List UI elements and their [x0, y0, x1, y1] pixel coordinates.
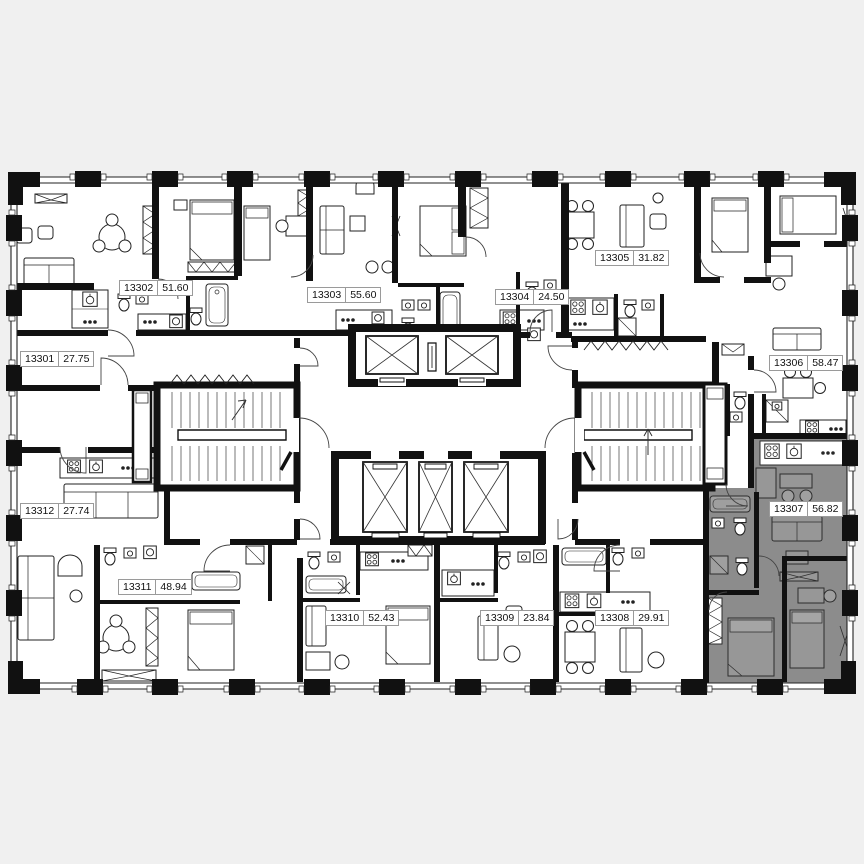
elevator-bank-bottom [335, 451, 542, 540]
unit-area: 24.50 [533, 290, 568, 304]
unit-area: 58.47 [807, 356, 842, 370]
unit-number: 13303 [312, 289, 342, 301]
stair-core-left [133, 385, 299, 488]
unit-number: 13305 [600, 252, 630, 264]
facade-piers [6, 171, 858, 695]
unit-area: 52.43 [363, 611, 398, 625]
unit-number: 13308 [600, 612, 630, 624]
unit-number: 13306 [774, 357, 804, 369]
unit-area: 31.82 [633, 251, 668, 265]
unit-area: 51.60 [157, 281, 192, 295]
stair-core-right [575, 384, 726, 488]
vent-grilles [170, 341, 668, 384]
unit-number: 13309 [485, 612, 515, 624]
unit-number: 13311 [123, 581, 152, 593]
unit-number: 13301 [25, 353, 55, 365]
unit-area: 48.94 [155, 580, 190, 594]
door-swings [60, 237, 779, 610]
unit-number: 13302 [124, 282, 154, 294]
unit-number: 13304 [500, 291, 530, 303]
unit-area: 23.84 [518, 611, 553, 625]
furniture-layer [16, 177, 853, 681]
unit-area: 27.75 [58, 352, 93, 366]
unit-number: 13307 [774, 503, 804, 515]
unit-number: 13310 [330, 612, 360, 624]
unit-area: 56.82 [807, 502, 842, 516]
unit-area: 55.60 [345, 288, 380, 302]
elevator-bank-top [352, 328, 517, 386]
unit-number: 13312 [25, 505, 55, 517]
unit-area: 27.74 [58, 504, 93, 518]
unit-area: 29.91 [633, 611, 668, 625]
